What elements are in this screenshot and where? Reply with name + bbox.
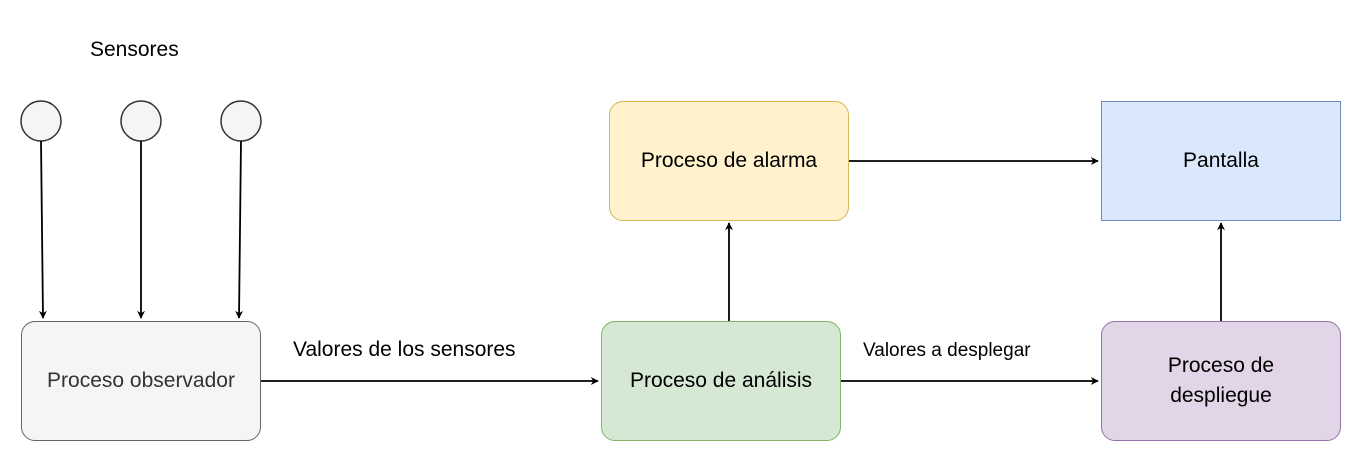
arrow-sensor-1: [38, 140, 47, 319]
node-alarm[interactable]: Proceso de alarma: [609, 101, 849, 221]
node-display-process-label-line2: despliegue: [1170, 384, 1272, 407]
edge-label-display-values: Valores a desplegar: [863, 340, 1031, 361]
sensor-3[interactable]: [220, 100, 262, 142]
node-screen-label: Pantalla: [1183, 149, 1259, 172]
node-display-process-label-line1: Proceso de: [1167, 354, 1275, 377]
node-analysis[interactable]: Proceso de análisis: [601, 321, 841, 441]
sensors-title: Sensores: [90, 38, 179, 61]
node-screen[interactable]: Pantalla: [1101, 101, 1341, 221]
sensor-2[interactable]: [120, 100, 162, 142]
node-observer[interactable]: Proceso observador: [21, 321, 261, 441]
node-analysis-label: Proceso de análisis: [629, 369, 813, 392]
node-alarm-label: Proceso de alarma: [640, 149, 818, 172]
sensor-1[interactable]: [20, 100, 62, 142]
arrow-sensor-3: [235, 140, 244, 319]
node-display-process[interactable]: Proceso de despliegue: [1101, 321, 1341, 441]
node-observer-label: Proceso observador: [47, 369, 235, 392]
edge-label-sensor-values: Valores de los sensores: [293, 338, 516, 361]
